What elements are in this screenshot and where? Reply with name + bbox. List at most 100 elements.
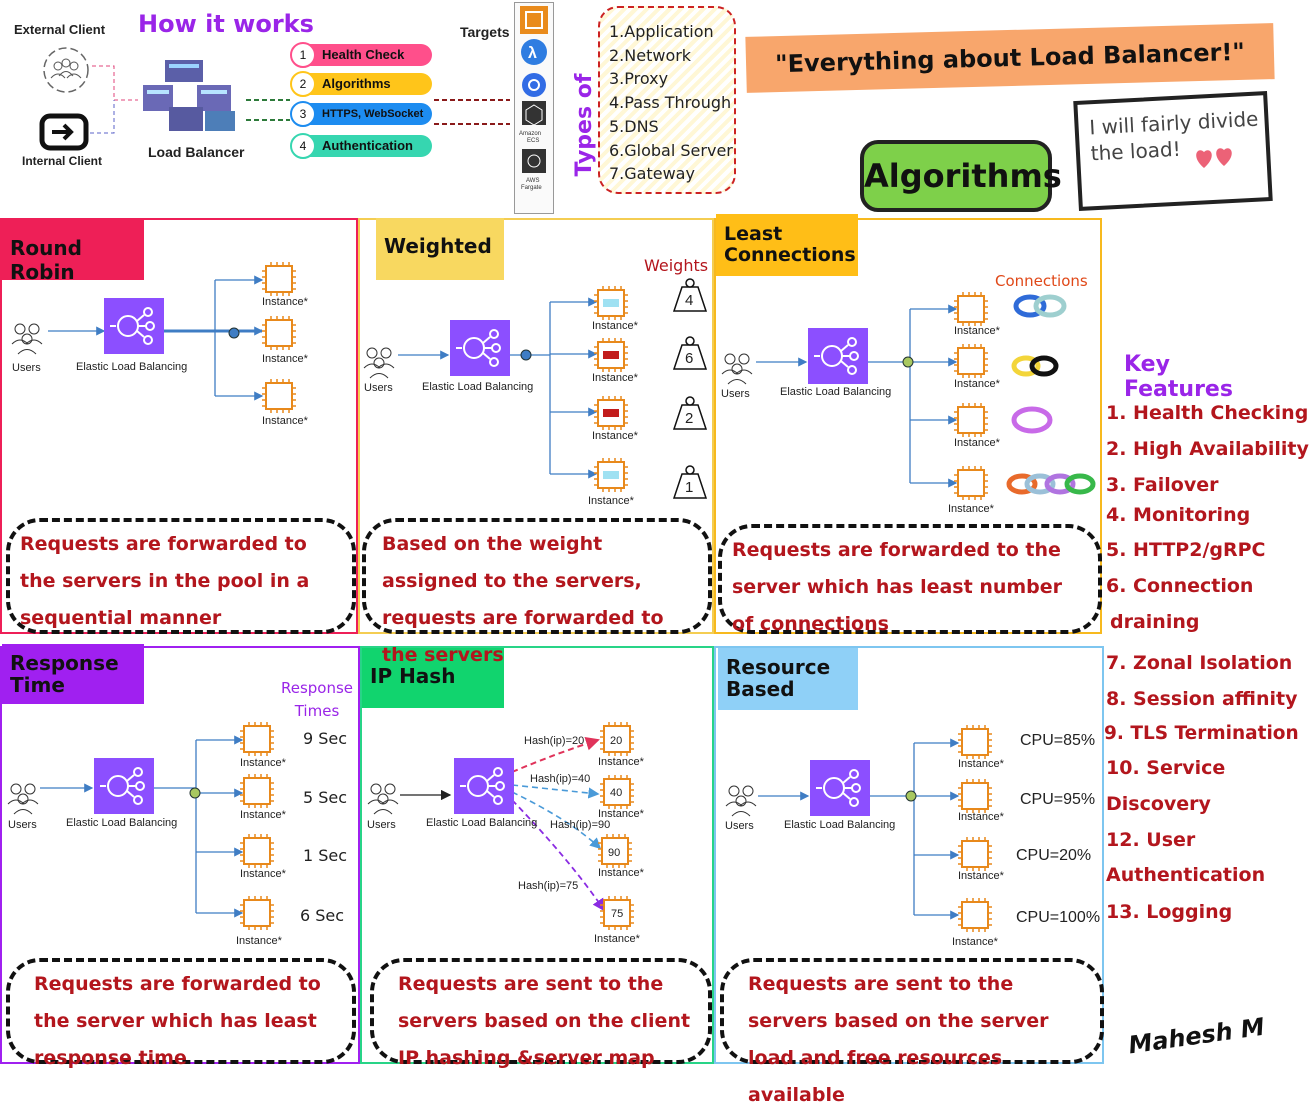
- instance-chip-icon: [594, 396, 628, 430]
- weight-value: 6: [685, 350, 694, 367]
- feature-item: Authentication: [1106, 864, 1266, 886]
- users-label: Users: [12, 362, 41, 374]
- hearts-icon: [1196, 148, 1232, 168]
- lb-type: 4.Pass Through: [609, 93, 732, 113]
- cpu-value: CPU=85%: [1020, 732, 1096, 749]
- feature-item: 2. High Availability: [1106, 438, 1309, 460]
- response-time-value: 9 Sec: [303, 729, 348, 748]
- svg-text:Fargate: Fargate: [521, 185, 542, 191]
- users-icon: [725, 785, 757, 817]
- svg-text:AWS: AWS: [526, 178, 539, 184]
- instance-label: Instance*: [236, 935, 282, 947]
- instance-chip-icon: [958, 898, 992, 932]
- instance-label: Instance*: [262, 415, 308, 427]
- elastic-load-balancing-icon: [104, 298, 164, 354]
- instance-chip-icon: [594, 286, 628, 320]
- lb-type: 3.Proxy: [609, 69, 669, 89]
- users-label: Users: [364, 382, 393, 394]
- internal-client-label: Internal Client: [22, 154, 103, 168]
- users-label: Users: [721, 388, 750, 400]
- lambda-icon: λ: [521, 39, 547, 65]
- feature-item: 3. Failover: [1106, 474, 1219, 496]
- users-label: Users: [725, 820, 754, 832]
- instance-label: Instance*: [952, 936, 998, 948]
- elastic-load-balancing-icon: [808, 328, 868, 384]
- instance-label: Instance*: [592, 372, 638, 384]
- targets-column: [514, 2, 554, 214]
- instance-label: Instance*: [958, 811, 1004, 823]
- hash-label: Hash(ip)=75: [518, 880, 579, 892]
- elastic-load-balancing-icon: [454, 758, 514, 814]
- instance-chip-icon: [240, 896, 274, 930]
- instance-label: Instance*: [592, 320, 638, 332]
- feature-item: 12. User: [1106, 829, 1196, 851]
- cpu-value: CPU=95%: [1020, 791, 1096, 808]
- hash-label: Hash(ip)=90: [550, 819, 611, 831]
- instance-label: Instance*: [958, 870, 1004, 882]
- elastic-load-balancing-icon: [810, 760, 870, 816]
- elb-label: Elastic Load Balancing: [784, 819, 896, 831]
- feature-item: 5. HTTP2/gRPC: [1106, 539, 1266, 561]
- feature-item: 8. Session affinity: [1106, 688, 1298, 710]
- instance-chip-icon: [954, 466, 988, 500]
- key-features-title: Key Features: [1124, 352, 1233, 402]
- weighted-title: Weighted: [376, 218, 504, 280]
- instance-label: Instance*: [598, 808, 644, 820]
- server-id: 20: [610, 735, 623, 747]
- instance-chip-icon: [598, 834, 632, 868]
- types-of-lb-list: 1.Application 2.Network 3.Proxy 4.Pass T…: [609, 20, 733, 186]
- elastic-load-balancing-icon: [94, 758, 154, 814]
- instance-chip-icon: [600, 896, 634, 930]
- feature-item: Discovery: [1106, 793, 1211, 815]
- instance-chip-icon: [240, 722, 274, 756]
- instance-label: Instance*: [240, 868, 286, 880]
- users-icon: [11, 323, 43, 355]
- instance-label: Instance*: [240, 809, 286, 821]
- elb-label: Elastic Load Balancing: [426, 817, 538, 829]
- weight-icons: [672, 278, 708, 499]
- hub-dots: [189, 327, 917, 802]
- users-group-icon: [43, 47, 89, 93]
- feature-item: draining: [1110, 611, 1200, 633]
- response-time-description: Requests are forwarded to the server whi…: [6, 958, 356, 1069]
- cpu-value: CPU=100%: [1016, 909, 1101, 926]
- users-label: Users: [367, 819, 396, 831]
- response-time-title: Response Time: [2, 644, 144, 704]
- lb-type: 5.DNS: [609, 116, 659, 136]
- weight-value: 4: [685, 292, 694, 309]
- response-time-value: 6 Sec: [300, 906, 345, 925]
- instance-chip-icon: [594, 458, 628, 492]
- lb-type: 1.Application: [609, 22, 714, 41]
- feature-item: 10. Service: [1106, 757, 1226, 779]
- cpu-value: CPU=20%: [1016, 847, 1092, 864]
- svg-text:λ: λ: [528, 45, 537, 62]
- instance-chip-icon: [600, 722, 634, 756]
- connections-label: Connections: [995, 272, 1088, 290]
- load-balancer-icon: [143, 60, 235, 131]
- round-robin-title: Round Robin: [2, 220, 144, 284]
- external-client-label: External Client: [14, 22, 106, 37]
- feature-item: 9. TLS Termination: [1104, 723, 1299, 744]
- ip-hash-title: IP Hash: [362, 648, 504, 708]
- kubernetes-icon: [522, 73, 546, 97]
- instance-chip-icon: [240, 834, 274, 868]
- feature-item: 13. Logging: [1106, 901, 1233, 923]
- instance-label: Instance*: [948, 503, 994, 515]
- response-time-value: 5 Sec: [303, 788, 348, 807]
- types-of-lb-box: [598, 6, 736, 194]
- diagram-lines: [40, 275, 1096, 920]
- users-icon: [721, 353, 753, 385]
- least-connections-description: Requests are forwarded to the server whi…: [718, 524, 1102, 635]
- server-id: 40: [610, 787, 623, 799]
- instance-chip-icon: [958, 837, 992, 871]
- instance-chip-icon: [262, 262, 296, 296]
- instance-chip-icon: [594, 338, 628, 372]
- response-times-label: Response Times: [280, 679, 354, 720]
- instance-chip-icon: [600, 775, 634, 809]
- feature-item: 1. Health Checking: [1106, 402, 1309, 424]
- targets-label: Targets: [460, 24, 510, 40]
